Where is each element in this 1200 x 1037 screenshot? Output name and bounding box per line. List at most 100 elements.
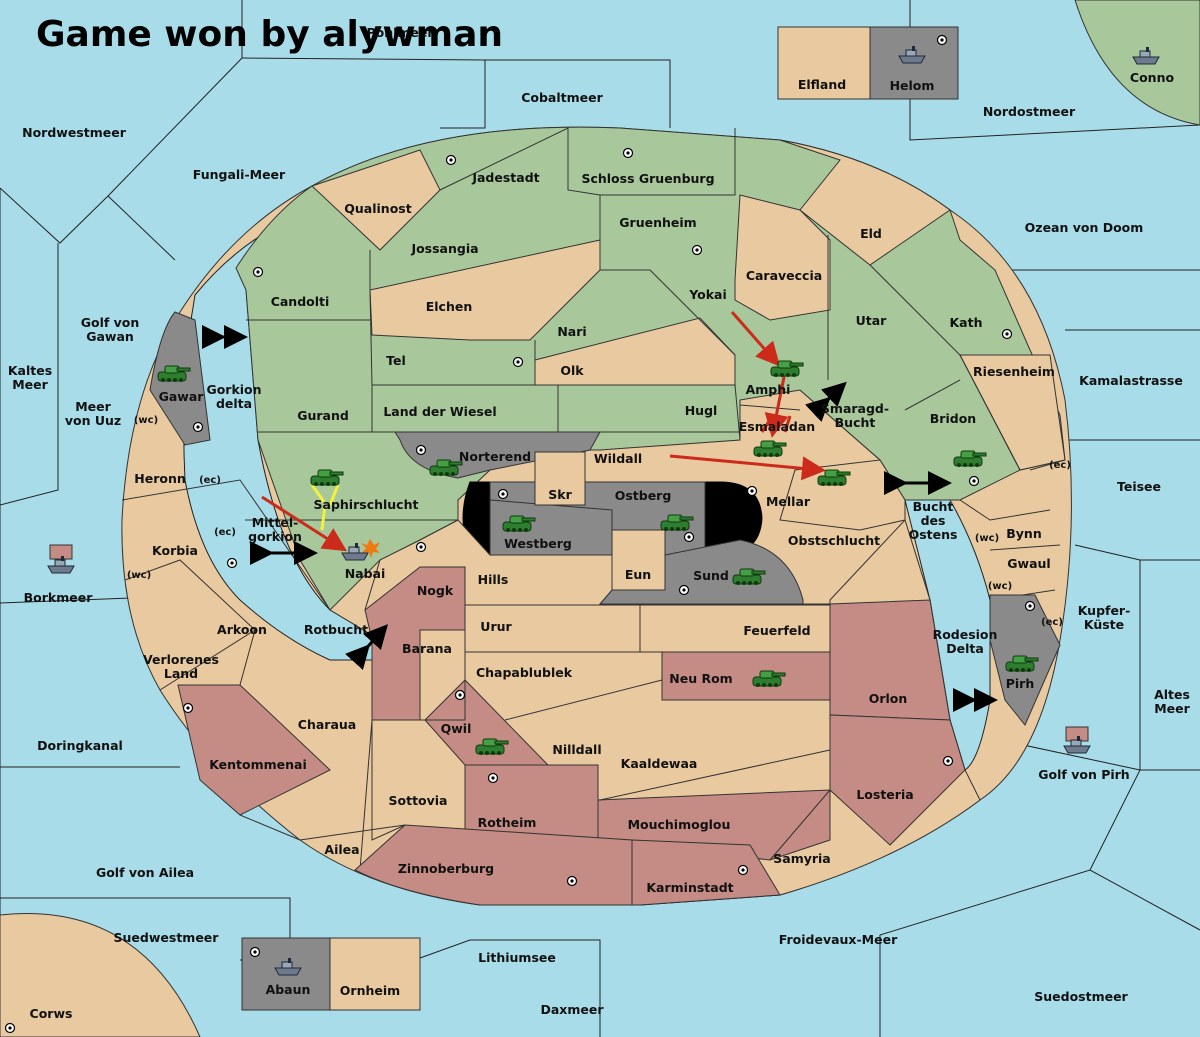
label-borkmeer: Borkmeer — [24, 590, 94, 605]
label-urur: Urur — [480, 619, 512, 634]
label-jadestadt: Jadestadt — [471, 170, 539, 185]
dislodge-icon — [361, 539, 380, 558]
coast-labels: (wc) (ec) (ec) (wc) (ec) (wc) (wc) (ec) — [127, 415, 1071, 628]
label-pohlmeer: Pohlmeer — [366, 25, 434, 40]
label-losteria: Losteria — [856, 787, 913, 802]
label-gwaul: Gwaul — [1007, 556, 1050, 571]
label-charaua: Charaua — [298, 717, 356, 732]
label-zinnoberburg: Zinnoberburg — [398, 861, 494, 876]
label-arkoon: Arkoon — [217, 622, 267, 637]
units — [47, 45, 1160, 976]
support-lines — [310, 484, 340, 531]
label-mittelgorkion: Mittel-gorkion — [248, 515, 302, 544]
label-saphirschlucht: Saphirschlucht — [314, 497, 419, 512]
label-ostberg: Ostberg — [615, 488, 672, 503]
province-skr[interactable] — [534, 451, 586, 506]
coast-wc: (wc) — [134, 415, 158, 426]
label-orlon: Orlon — [869, 691, 908, 706]
label-karminstadt: Karminstadt — [646, 880, 733, 895]
province-eld[interactable] — [779, 139, 951, 266]
label-kupfer-kueste: Kupfer-Küste — [1078, 603, 1131, 632]
label-norterend: Norterend — [459, 449, 531, 464]
coast-ec: (ec) — [1049, 460, 1071, 471]
label-kaaldewaa: Kaaldewaa — [621, 756, 698, 771]
label-sottovia: Sottovia — [389, 793, 448, 808]
province-kentommenai[interactable] — [177, 684, 331, 816]
label-ozean-von-doom: Ozean von Doom — [1025, 220, 1144, 235]
coast-ec: (ec) — [1041, 617, 1063, 628]
label-nabai: Nabai — [345, 566, 386, 581]
label-ornheim: Ornheim — [340, 983, 400, 998]
label-obstschlucht: Obstschlucht — [788, 533, 880, 548]
label-kentommenai: Kentommenai — [209, 757, 307, 772]
province-caraveccia[interactable] — [734, 194, 831, 321]
label-barana: Barana — [402, 641, 452, 656]
label-suedwestmeer: Suedwestmeer — [114, 930, 220, 945]
label-caraveccia: Caraveccia — [746, 268, 822, 283]
label-qwil: Qwil — [441, 721, 472, 736]
label-eld: Eld — [860, 226, 882, 241]
label-samyria: Samyria — [773, 851, 831, 866]
label-cobaltmeer: Cobaltmeer — [521, 90, 603, 105]
label-elfland: Elfland — [798, 77, 846, 92]
label-jossangia: Jossangia — [410, 241, 478, 256]
label-skr: Skr — [548, 487, 572, 502]
province-elfland[interactable] — [777, 26, 871, 100]
label-eun: Eun — [625, 567, 651, 582]
label-amphi: Amphi — [746, 382, 791, 397]
province-karminstadt[interactable] — [631, 839, 781, 906]
province-ornheim[interactable] — [329, 937, 421, 1011]
label-esmaladan: Esmaladan — [739, 419, 815, 434]
label-qualinost: Qualinost — [344, 201, 411, 216]
label-bridon: Bridon — [930, 411, 976, 426]
label-suedostmeer: Suedostmeer — [1034, 989, 1128, 1004]
coast-wc: (wc) — [988, 581, 1012, 592]
label-feuerfeld: Feuerfeld — [743, 623, 810, 638]
coast-ec: (ec) — [214, 527, 236, 538]
label-nordostmeer: Nordostmeer — [983, 104, 1076, 119]
label-gruenheim: Gruenheim — [619, 215, 696, 230]
label-land-der-wiesel: Land der Wiesel — [383, 404, 496, 419]
label-abaun: Abaun — [266, 982, 311, 997]
label-helom: Helom — [890, 78, 935, 93]
label-rotheim: Rotheim — [478, 815, 537, 830]
label-gurand: Gurand — [297, 408, 349, 423]
label-wildall: Wildall — [594, 451, 642, 466]
label-smaragd-bucht: Smaragd-Bucht — [821, 401, 889, 430]
label-doringkanal: Doringkanal — [37, 738, 123, 753]
label-bynn: Bynn — [1006, 526, 1041, 541]
province-losteria[interactable] — [829, 714, 966, 846]
label-olk: Olk — [560, 363, 584, 378]
label-tel: Tel — [386, 353, 406, 368]
label-nilldall: Nilldall — [552, 742, 601, 757]
province-labels: Pohlmeer Elfland Helom Conno Cobaltmeer … — [22, 25, 1183, 1021]
label-chapablublek: Chapablublek — [476, 665, 573, 680]
label-heronn: Heronn — [134, 471, 186, 486]
coast-ec: (ec) — [199, 475, 221, 486]
supply-centers — [4, 34, 1036, 1034]
label-elchen: Elchen — [426, 299, 473, 314]
south-borders — [121, 459, 1066, 861]
label-kath: Kath — [950, 315, 983, 330]
adjacency-arrows — [202, 325, 998, 712]
label-yokai: Yokai — [688, 287, 727, 302]
label-fungali-meer: Fungali-Meer — [193, 167, 286, 182]
province-corws[interactable] — [0, 913, 201, 1037]
label-golf-von-ailea: Golf von Ailea — [96, 865, 194, 880]
label-froidevaux-meer: Froidevaux-Meer — [779, 932, 898, 947]
label-lithiumsee: Lithiumsee — [478, 950, 556, 965]
label-ailea: Ailea — [324, 842, 359, 857]
label-nordwestmeer: Nordwestmeer — [22, 125, 127, 140]
label-mouchimoglou: Mouchimoglou — [628, 817, 731, 832]
label-nari: Nari — [557, 324, 586, 339]
label-daxmeer: Daxmeer — [540, 1002, 604, 1017]
label-hills: Hills — [478, 572, 509, 587]
